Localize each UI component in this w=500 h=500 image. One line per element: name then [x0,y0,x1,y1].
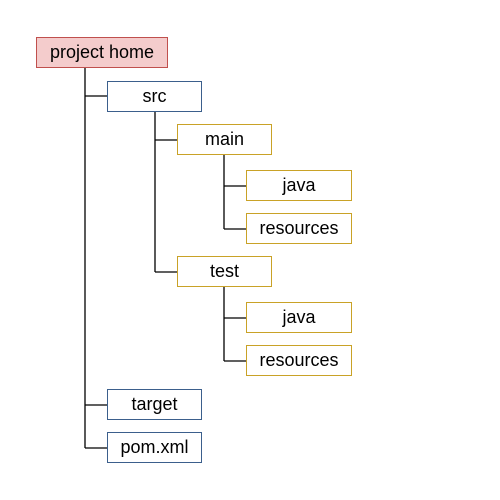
node-test-java: java [246,302,352,333]
node-test-resources: resources [246,345,352,376]
node-target: target [107,389,202,420]
node-test: test [177,256,272,287]
node-project-home: project home [36,37,168,68]
node-main: main [177,124,272,155]
node-pom-xml: pom.xml [107,432,202,463]
node-src: src [107,81,202,112]
node-main-resources: resources [246,213,352,244]
node-main-java: java [246,170,352,201]
